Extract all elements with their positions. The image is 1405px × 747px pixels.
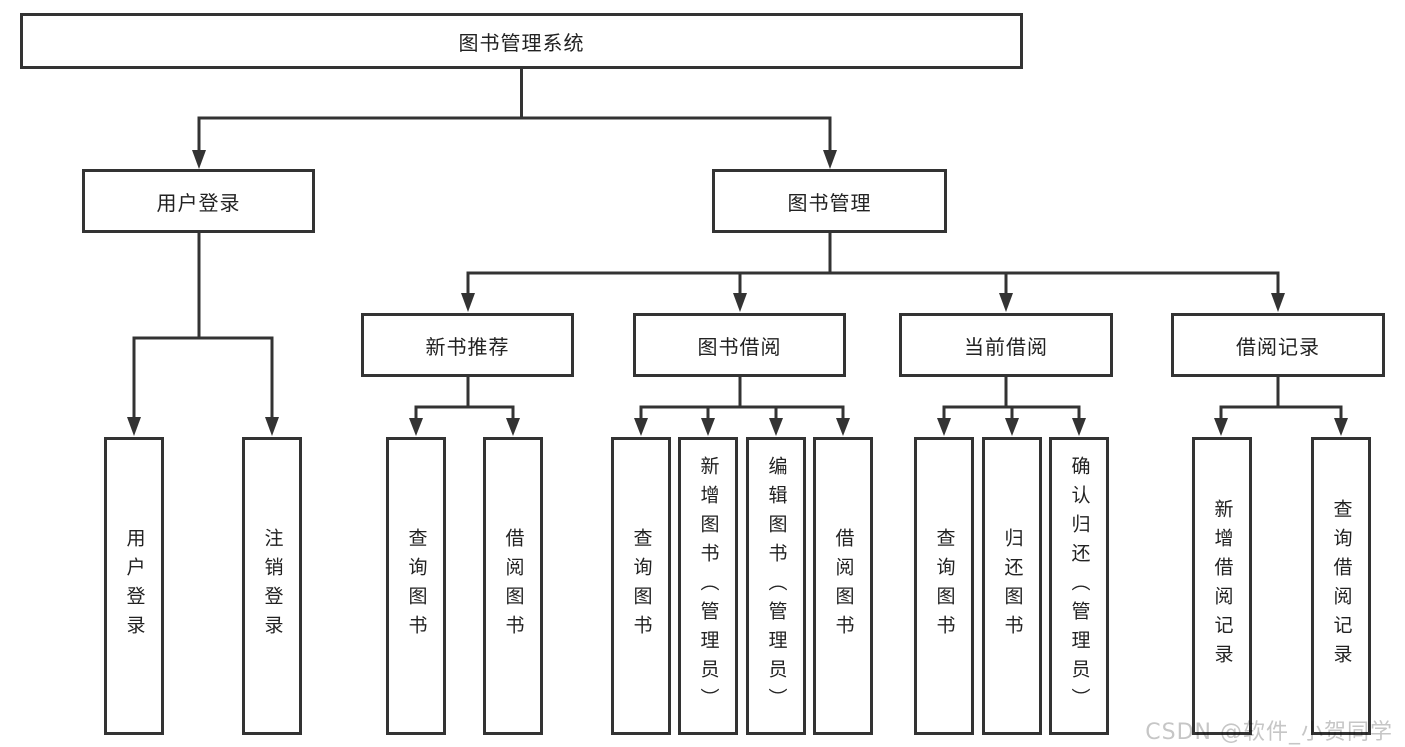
node-label: 查询借阅记录 bbox=[1330, 499, 1353, 673]
node-label: 查询图书 bbox=[630, 528, 653, 644]
node-label: 归还图书 bbox=[1001, 528, 1024, 644]
watermark: CSDN @软件_小贺同学 bbox=[1145, 720, 1393, 745]
node-label: 编辑图书（管理员） bbox=[765, 455, 788, 717]
node-label: 查询图书 bbox=[405, 528, 428, 644]
leaf-return-books: 归还图书 bbox=[982, 437, 1042, 735]
node-borrow-records: 借阅记录 bbox=[1171, 313, 1385, 377]
node-label: 借阅图书 bbox=[832, 528, 855, 644]
leaf-borrow-books: 借阅图书 bbox=[813, 437, 873, 735]
leaf-add-books-admin: 新增图书（管理员） bbox=[678, 437, 738, 735]
leaf-borrow-books-recommend: 借阅图书 bbox=[483, 437, 543, 735]
leaf-confirm-return-admin: 确认归还（管理员） bbox=[1049, 437, 1109, 735]
node-user-login-branch: 用户登录 bbox=[82, 169, 315, 233]
leaf-query-books-recommend: 查询图书 bbox=[386, 437, 446, 735]
leaf-logout: 注销登录 bbox=[242, 437, 302, 735]
node-new-book-recommend: 新书推荐 bbox=[361, 313, 574, 377]
node-label: 查询图书 bbox=[933, 528, 956, 644]
node-label: 用户登录 bbox=[156, 190, 241, 215]
leaf-add-borrow-record: 新增借阅记录 bbox=[1192, 437, 1252, 735]
node-label: 确认归还（管理员） bbox=[1068, 455, 1091, 717]
node-label: 新增借阅记录 bbox=[1211, 499, 1234, 673]
leaf-edit-books-admin: 编辑图书（管理员） bbox=[746, 437, 806, 735]
leaf-query-borrow-record: 查询借阅记录 bbox=[1311, 437, 1371, 735]
node-label: 注销登录 bbox=[261, 528, 284, 644]
node-book-management-branch: 图书管理 bbox=[712, 169, 947, 233]
node-label: 当前借阅 bbox=[964, 334, 1048, 359]
leaf-query-books-borrow: 查询图书 bbox=[611, 437, 671, 735]
node-label: 借阅图书 bbox=[502, 528, 525, 644]
node-root-system: 图书管理系统 bbox=[20, 13, 1023, 69]
node-label: 图书管理系统 bbox=[458, 30, 585, 55]
node-label: 新增图书（管理员） bbox=[697, 455, 720, 717]
node-label: 图书管理 bbox=[787, 190, 872, 215]
leaf-user-login: 用户登录 bbox=[104, 437, 164, 735]
node-current-borrow: 当前借阅 bbox=[899, 313, 1113, 377]
node-book-borrow: 图书借阅 bbox=[633, 313, 846, 377]
node-label: 用户登录 bbox=[123, 528, 146, 644]
node-label: 新书推荐 bbox=[425, 334, 510, 359]
leaf-query-books-current: 查询图书 bbox=[914, 437, 974, 735]
node-label: 图书借阅 bbox=[697, 334, 782, 359]
node-label: 借阅记录 bbox=[1236, 334, 1320, 359]
